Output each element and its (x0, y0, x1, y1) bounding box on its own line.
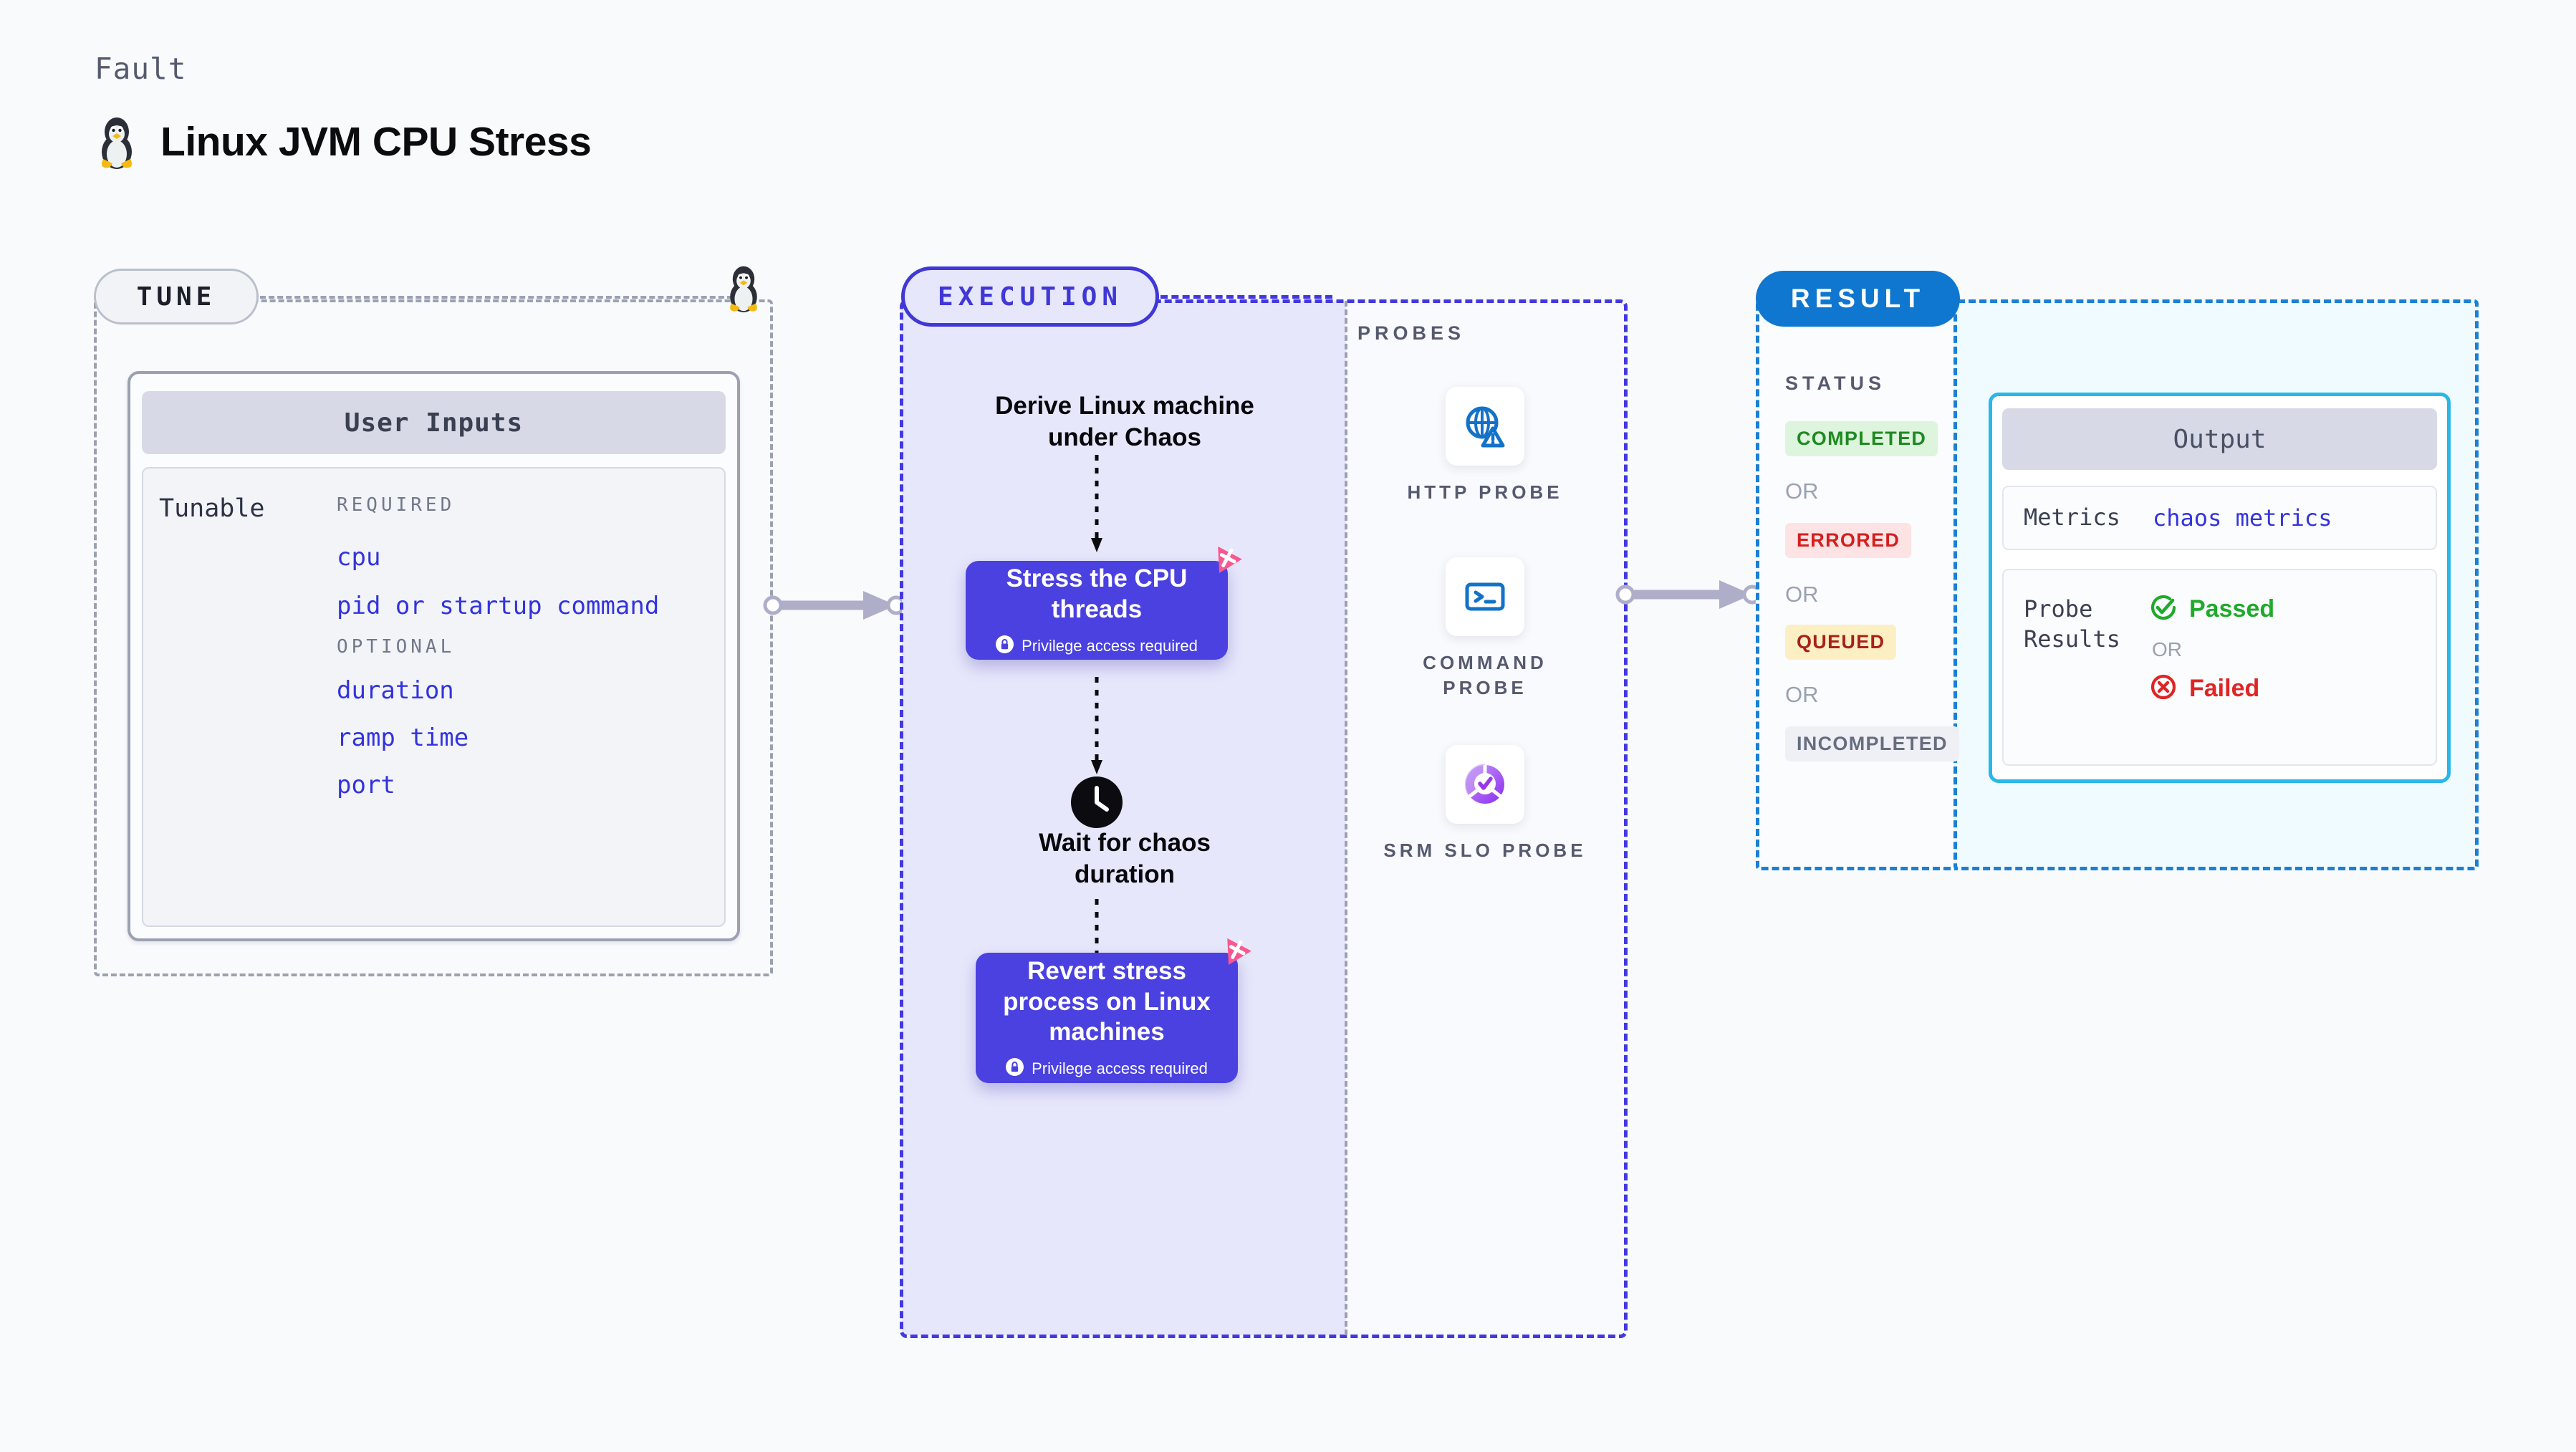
x-circle-icon (2149, 673, 2178, 705)
or-separator: OR (1785, 582, 1819, 607)
tune-badge[interactable]: TUNE (94, 269, 259, 324)
execution-card-stress-title: Stress the CPU threads (1006, 564, 1188, 623)
probe-http[interactable]: HTTP PROBE (1378, 387, 1592, 505)
param-port[interactable]: port (337, 771, 395, 799)
param-ramp-time[interactable]: ramp time (337, 723, 469, 752)
probe-command-label: COMMAND PROBE (1423, 652, 1547, 699)
output-metrics-row: Metrics chaos metrics (2002, 486, 2437, 550)
lock-icon (1006, 1058, 1024, 1080)
or-separator: OR (2152, 638, 2182, 660)
linux-tux-icon-marker (724, 264, 764, 316)
tune-leader-line (260, 296, 741, 299)
globe-warning-icon (1446, 387, 1524, 466)
tune-panel (94, 299, 773, 976)
terminal-icon (1446, 557, 1524, 636)
metrics-value[interactable]: chaos metrics (2153, 504, 2332, 532)
privilege-note: Privilege access required (996, 635, 1198, 657)
execution-leader-line (1160, 295, 1332, 299)
page-title: Linux JVM CPU Stress (160, 119, 592, 165)
param-duration[interactable]: duration (337, 676, 454, 705)
privilege-note-text: Privilege access required (1032, 1059, 1208, 1078)
execution-arrow-1 (1088, 455, 1105, 559)
probes-label: PROBES (1357, 322, 1466, 344)
probe-result-passed: Passed (2149, 593, 2274, 625)
probe-command[interactable]: COMMAND PROBE (1378, 557, 1592, 701)
execution-step-wait: Wait for chaos duration (1039, 829, 1211, 888)
user-inputs-header: User Inputs (142, 391, 726, 454)
check-circle-icon (2149, 593, 2178, 625)
connector-tune-to-execution (763, 587, 906, 623)
chaos-marker-icon (1204, 542, 1246, 587)
param-cpu[interactable]: cpu (337, 543, 381, 572)
execution-card-revert-title: Revert stress process on Linux machines (1003, 956, 1211, 1047)
probes-divider (1345, 301, 1347, 1335)
tunable-label: Tunable (159, 494, 265, 523)
chaos-marker-icon (1213, 933, 1255, 979)
probe-result-failed: Failed (2149, 673, 2274, 705)
result-badge[interactable]: RESULT (1756, 271, 1960, 327)
output-probe-results-row: Probe Results Passed OR (2002, 569, 2437, 766)
connector-execution-to-result (1615, 577, 1762, 612)
lock-icon (996, 635, 1014, 657)
execution-badge[interactable]: EXECUTION (901, 266, 1159, 327)
execution-card-stress[interactable]: Stress the CPU threads Privilege access … (966, 561, 1228, 660)
clock-icon (1070, 775, 1124, 833)
user-inputs-body (142, 467, 726, 927)
output-card-header: Output (2002, 408, 2437, 470)
probe-http-label: HTTP PROBE (1407, 481, 1563, 503)
probe-srm-slo[interactable]: SRM SLO PROBE (1378, 745, 1592, 863)
slo-gauge-check-icon (1446, 745, 1524, 824)
status-badge-incompleted: INCOMPLETED (1785, 726, 1959, 761)
probe-result-passed-text: Passed (2189, 595, 2275, 622)
page-kicker: Fault (95, 52, 187, 86)
status-badge-queued: QUEUED (1785, 625, 1897, 660)
status-label: STATUS (1785, 372, 1885, 394)
status-badge-completed: COMPLETED (1785, 421, 1938, 456)
or-separator: OR (1785, 479, 1819, 504)
execution-arrow-2 (1088, 677, 1105, 781)
execution-panel-fill (902, 301, 1346, 1335)
execution-step-derive: Derive Linux machine under Chaos (995, 392, 1254, 451)
privilege-note: Privilege access required (1006, 1058, 1208, 1080)
execution-panel (900, 299, 1628, 1338)
probe-srm-slo-label: SRM SLO PROBE (1383, 840, 1587, 861)
param-pid-or-startup-command[interactable]: pid or startup command (337, 592, 660, 620)
optional-label: OPTIONAL (337, 636, 456, 658)
probe-result-failed-text: Failed (2189, 675, 2260, 702)
linux-tux-icon (95, 115, 139, 169)
execution-card-revert[interactable]: Revert stress process on Linux machines … (976, 953, 1238, 1083)
probe-results-key: Probe Results (2024, 595, 2120, 653)
metrics-key: Metrics (2024, 504, 2120, 532)
status-panel (1756, 299, 1960, 870)
page-title-row: Linux JVM CPU Stress (95, 115, 592, 169)
privilege-note-text: Privilege access required (1022, 636, 1198, 655)
required-label: REQUIRED (337, 494, 456, 516)
status-badge-errored: ERRORED (1785, 523, 1912, 558)
or-separator: OR (1785, 682, 1819, 707)
